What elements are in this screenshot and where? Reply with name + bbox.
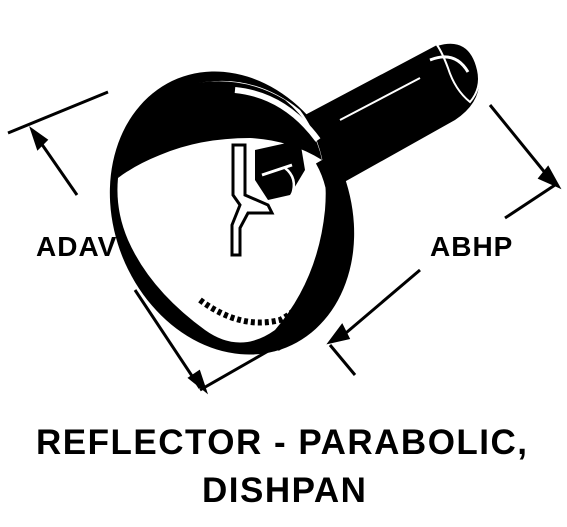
socket-highlight: [261, 163, 293, 177]
adav-label: ADAV: [36, 231, 118, 262]
lamp-wire-bracket: [230, 143, 275, 257]
abhp-arrow-bottom: [326, 323, 351, 345]
adav-arrow-top: [29, 126, 49, 151]
abhp-leader-lower: [339, 268, 421, 340]
adav-dimension: [7, 90, 271, 395]
adav-leader-lower: [133, 289, 202, 389]
abhp-label: ABHP: [430, 231, 514, 262]
shaft-highlight-2: [339, 77, 421, 121]
adav-ext-line-top: [7, 90, 109, 135]
shaft: [305, 41, 480, 191]
lamp-bracket: [230, 140, 305, 257]
dish-highlight: [234, 87, 321, 142]
adav-arrow-bottom: [187, 369, 209, 395]
shaft-body: [305, 42, 480, 191]
adav-ext-line-bottom: [199, 348, 271, 392]
socket-highlight-2: [284, 167, 296, 196]
dish-right-rim: [271, 156, 343, 351]
abhp-dimension: [326, 104, 562, 376]
shaft-highlight: [429, 55, 470, 73]
abhp-arrow-top: [537, 165, 562, 190]
abhp-ext-line-bottom: [328, 344, 357, 376]
caption-title-line2: DISHPAN: [202, 471, 368, 510]
dish-upper-shadow: [118, 81, 322, 178]
dish-lower-rim-texture: [198, 278, 323, 326]
abhp-ext-line-top: [504, 183, 556, 220]
caption-title-line1: REFLECTOR - PARABOLIC,: [36, 423, 529, 462]
